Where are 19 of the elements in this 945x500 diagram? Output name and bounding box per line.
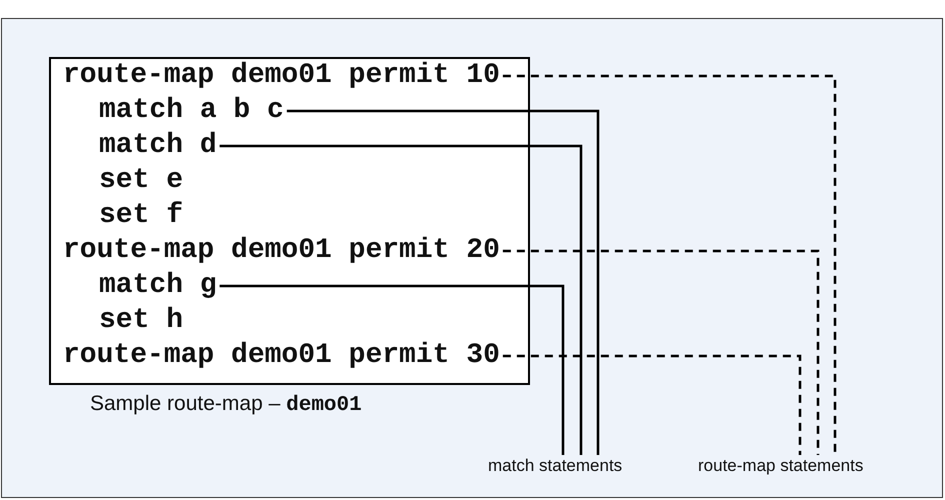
code-line: match g (99, 271, 217, 301)
leader-line (502, 250, 820, 455)
code-line: set e (99, 166, 184, 196)
leader-line (220, 284, 564, 455)
leader-line (220, 144, 582, 455)
code-line: set h (99, 306, 184, 336)
code-line: route-map demo01 permit 20 (63, 236, 500, 266)
leader-line (286, 110, 600, 455)
code-line: route-map demo01 permit 10 (63, 61, 500, 91)
code-line: route-map demo01 permit 30 (63, 341, 500, 371)
code-box (49, 57, 530, 385)
leader-line (502, 74, 836, 455)
leader-line (502, 354, 802, 455)
leader-label: match statements (488, 456, 622, 476)
code-line: match d (99, 131, 217, 161)
leader-label: route-map statements (698, 456, 864, 476)
code-line: match a b c (99, 96, 284, 126)
code-line: set f (99, 201, 184, 231)
caption: Sample route-map – demo01 (90, 392, 362, 417)
